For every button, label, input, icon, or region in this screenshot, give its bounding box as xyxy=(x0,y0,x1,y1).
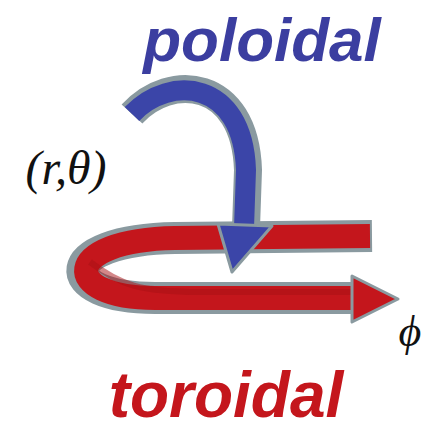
angle-label: ϕ xyxy=(399,306,422,357)
ribbon-arrowhead xyxy=(352,276,398,322)
ribbon-shade xyxy=(90,262,358,292)
toroidal-title: toroidal xyxy=(109,358,344,432)
poloidal-title: poloidal xyxy=(143,4,381,75)
poloidal-outline xyxy=(132,89,248,228)
poloidal-arrowhead xyxy=(218,224,272,272)
poloidal-arrow xyxy=(132,89,272,272)
coordinate-label: (r,θ) xyxy=(26,140,107,195)
poloidal-band xyxy=(132,90,246,228)
